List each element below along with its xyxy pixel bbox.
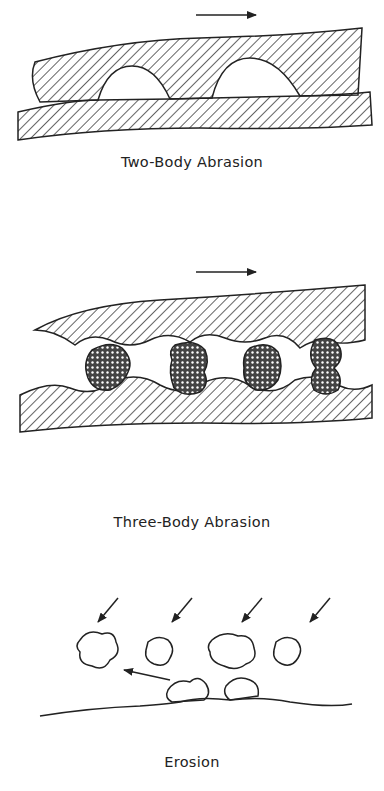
three-body-figure <box>20 272 372 432</box>
erosion-figure <box>40 598 352 716</box>
two-body-figure <box>18 15 372 140</box>
panel-caption: Two-Body Abrasion <box>0 154 384 170</box>
panel-caption: Three-Body Abrasion <box>0 514 384 530</box>
panel-caption: Erosion <box>0 754 384 770</box>
